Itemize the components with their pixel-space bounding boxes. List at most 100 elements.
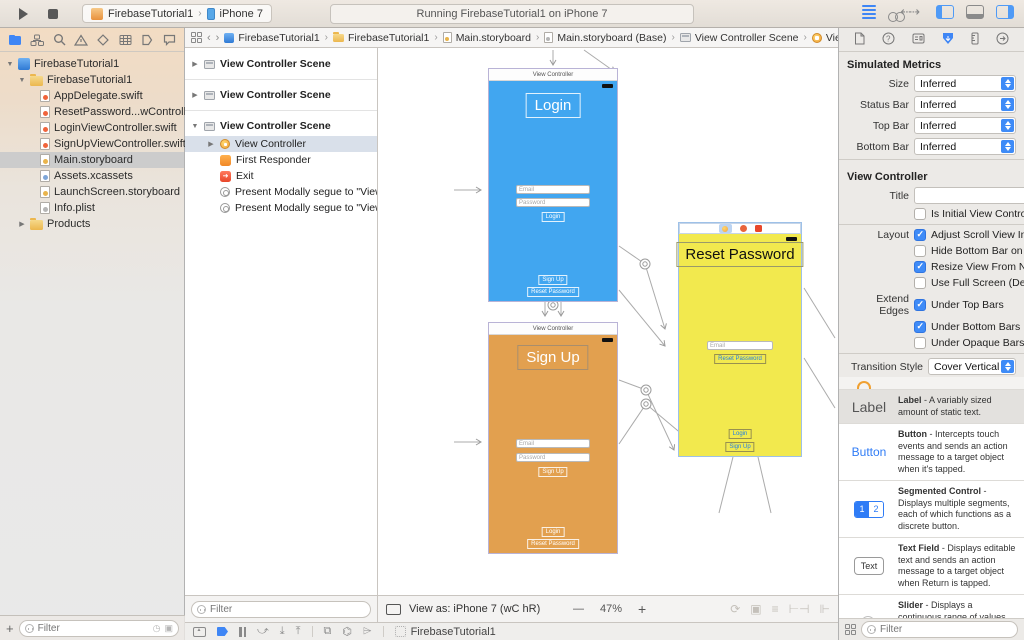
disclosure-icon[interactable]: ▼ [6,61,14,68]
zoom-out-button[interactable]: — [573,603,584,615]
library-item-segmented-control[interactable]: 12 Segmented Control - Displays multiple… [839,481,1024,538]
title-field[interactable] [914,187,1024,204]
file-inspector-tab[interactable] [854,32,865,48]
partial-library-item[interactable] [839,377,1024,390]
checkbox-is-initial[interactable] [914,208,926,220]
breakpoint-navigator-tab[interactable] [140,32,155,47]
step-out-button[interactable]: ⤒ [296,625,301,638]
tree-row-file[interactable]: ResetPassword...wController.swift [0,104,184,120]
checkbox-hide-bottom-bar[interactable] [914,245,926,257]
recent-files-icon[interactable]: ◷ [153,623,161,634]
outline-scene-row[interactable]: ▶View Controller Scene [185,54,377,74]
outline-scene-row[interactable]: ▶View Controller Scene [185,85,377,105]
attributes-inspector-tab[interactable] [942,32,954,48]
signup-title-label[interactable]: Sign Up [517,345,588,370]
source-control-status-icon[interactable]: ▣ [164,623,173,634]
outline-exit-row[interactable]: ➜Exit [185,168,377,184]
tree-row-project[interactable]: ▼FirebaseTutorial1 [0,56,184,72]
tree-row-file-selected[interactable]: Main.storyboard [0,152,184,168]
reset-password-button[interactable]: Reset Password [527,287,579,297]
process-indicator[interactable]: FirebaseTutorial1 [395,626,496,638]
disclosure-icon[interactable]: ▼ [191,123,199,130]
reset-password-title-label[interactable]: Reset Password [676,242,803,267]
resolve-auto-layout-icon[interactable]: ⊩ [820,602,830,616]
outline-segue-row[interactable]: Present Modally segue to "View C... [185,200,377,216]
disclosure-icon[interactable]: ▶ [191,91,199,99]
library-filter-input[interactable] [880,624,1012,635]
bottom-bar-popup[interactable]: Inferred [914,138,1016,155]
outline-filter-field[interactable] [191,601,371,618]
login-button[interactable]: Login [729,429,752,439]
run-button[interactable] [8,5,38,23]
library-item-label[interactable]: Label Label - A variably sized amount of… [839,390,1024,424]
tree-row-file[interactable]: SignUpViewController.swift [0,136,184,152]
forward-button[interactable]: › [216,32,220,44]
checkbox-adjust-scroll-insets[interactable] [914,229,926,241]
tree-row-file[interactable]: Assets.xcassets [0,168,184,184]
related-items-icon[interactable] [191,32,202,43]
reset-password-button[interactable]: Reset Password [527,539,579,549]
navigator-filter-field[interactable]: ◷ ▣ [19,620,179,637]
checkbox-under-bottom-bars[interactable] [914,321,926,333]
sign-up-button[interactable]: Sign Up [538,467,567,477]
signup-view[interactable]: Sign Up Email Password Sign Up Login Res… [489,335,617,553]
breakpoints-toggle-button[interactable] [217,627,228,636]
sign-up-button[interactable]: Sign Up [538,275,567,285]
scheme-selector[interactable]: FirebaseTutorial1 › iPhone 7 [82,4,272,23]
device-configuration-icon[interactable] [386,604,401,615]
symbol-navigator-tab[interactable] [30,32,45,47]
outline-filter-input[interactable] [210,604,365,615]
view-as-label[interactable]: View as: iPhone 7 (wC hR) [409,603,540,615]
toggle-utilities-button[interactable] [996,5,1014,19]
login-title-label[interactable]: Login [526,93,581,118]
tree-row-group[interactable]: ▼FirebaseTutorial1 [0,72,184,88]
add-button[interactable]: + [6,621,14,636]
tree-row-file[interactable]: LaunchScreen.storyboard [0,184,184,200]
reset-password-button[interactable]: Reset Password [714,354,766,364]
disclosure-icon[interactable]: ▼ [18,77,26,84]
breadcrumb-storyboard-base[interactable]: Main.storyboard (Base) [544,32,666,44]
breadcrumb-group[interactable]: FirebaseTutorial1 [333,32,429,44]
checkbox-under-top-bars[interactable] [914,299,926,311]
email-field[interactable]: Email [516,439,590,448]
debug-navigator-tab[interactable] [118,32,133,47]
checkbox-under-opaque-bars[interactable] [914,337,926,349]
scene-title-bar[interactable]: View Controller [489,69,617,81]
checkbox-resize-view[interactable] [914,261,926,273]
hide-debug-area-button[interactable] [193,627,206,637]
update-frames-icon[interactable]: ⟳ [730,602,740,616]
library-item-button[interactable]: Button Button - Intercepts touch events … [839,424,1024,481]
issue-navigator-tab[interactable] [74,32,89,47]
quick-help-inspector-tab[interactable]: ? [882,32,895,48]
tree-row-file[interactable]: Info.plist [0,200,184,216]
zoom-in-button[interactable]: + [638,601,646,617]
navigator-filter-input[interactable] [38,623,149,634]
disclosure-icon[interactable]: ▶ [191,60,199,68]
email-field[interactable]: Email [707,341,773,350]
password-field[interactable]: Password [516,198,590,207]
test-navigator-tab[interactable] [96,32,111,47]
find-navigator-tab[interactable] [52,32,67,47]
disclosure-icon[interactable]: ▶ [207,140,215,148]
breadcrumb-project[interactable]: FirebaseTutorial1 [224,32,319,44]
checkbox-use-full-screen[interactable] [914,277,926,289]
standard-editor-button[interactable] [862,5,876,19]
embed-in-stack-icon[interactable]: ▣ [750,602,761,616]
report-navigator-tab[interactable] [162,32,177,47]
login-view[interactable]: Login Email Password Login Sign Up Reset… [489,81,617,301]
tree-row-file[interactable]: LoginViewController.swift [0,120,184,136]
status-bar-popup[interactable]: Inferred [914,96,1016,113]
password-field[interactable]: Password [516,453,590,462]
transition-style-popup[interactable]: Cover Vertical [928,358,1016,375]
first-responder-dock-icon[interactable] [740,225,747,232]
tree-row-products[interactable]: ▶Products [0,216,184,232]
step-over-button[interactable]: ⤻ [257,625,269,638]
outline-scene-row[interactable]: ▼View Controller Scene [185,116,377,136]
signup-scene[interactable]: View Controller Sign Up Email Password S… [488,322,618,554]
breadcrumb-storyboard[interactable]: Main.storyboard [443,32,531,44]
outline-segue-row[interactable]: Present Modally segue to "View C... [185,184,377,200]
scene-title-bar[interactable]: View Controller [489,323,617,335]
sign-up-button[interactable]: Sign Up [725,442,754,452]
step-into-button[interactable]: ⤓ [280,625,285,638]
disclosure-icon[interactable]: ▶ [18,220,26,228]
